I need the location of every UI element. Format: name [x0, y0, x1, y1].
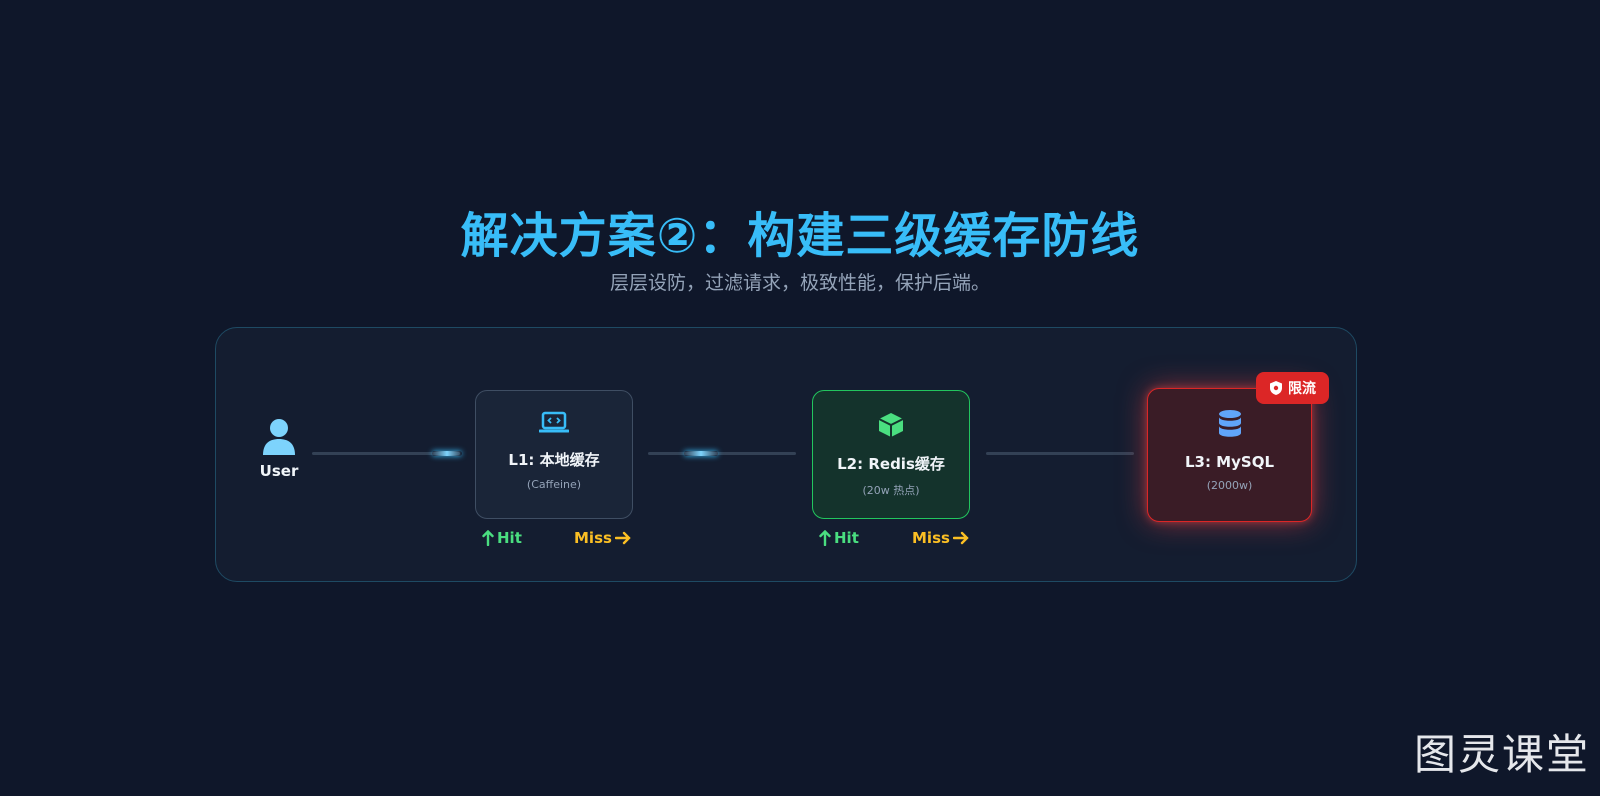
user-label: User — [259, 462, 299, 480]
node-l3-mysql: L3: MySQL (2000w) — [1147, 388, 1312, 522]
node-l3-sub: (2000w) — [1206, 479, 1253, 492]
miss-text: Miss — [574, 529, 612, 547]
connector-l1-l2 — [648, 451, 796, 456]
connector-user-l1 — [312, 451, 462, 456]
flow-pulse — [684, 451, 718, 456]
l1-hit-label: Hit — [482, 529, 522, 547]
node-l1-local-cache: L1: 本地缓存 (Caffeine) — [475, 390, 633, 519]
miss-text: Miss — [912, 529, 950, 547]
node-l1-title: L1: 本地缓存 — [508, 451, 600, 469]
node-l2-sub: (20w 热点) — [862, 484, 920, 497]
l2-hit-label: Hit — [819, 529, 859, 547]
arrow-up-icon — [819, 530, 831, 546]
arrow-up-icon — [482, 530, 494, 546]
cube-icon — [878, 413, 904, 437]
connector-l2-l3 — [986, 452, 1134, 455]
watermark: 图灵课堂 — [1413, 730, 1590, 779]
node-l3-title: L3: MySQL — [1184, 453, 1275, 471]
node-l2-redis-cache: L2: Redis缓存 (20w 热点) — [812, 390, 970, 519]
node-l2-title: L2: Redis缓存 — [837, 455, 945, 473]
arrow-right-icon — [952, 531, 969, 545]
page-subtitle: 层层设防，过滤请求，极致性能，保护后端。 — [609, 272, 990, 294]
arrow-right-icon — [614, 531, 631, 545]
node-l1-sub: (Caffeine) — [526, 478, 582, 491]
flow-pulse — [432, 451, 462, 456]
l2-miss-label: Miss — [912, 529, 969, 547]
rate-limit-label: 限流 — [1288, 381, 1316, 397]
hit-text: Hit — [834, 529, 859, 547]
database-icon — [1218, 410, 1241, 437]
code-laptop-icon — [539, 411, 569, 433]
l1-miss-label: Miss — [574, 529, 631, 547]
page-title: 解决方案②：构建三级缓存防线 — [460, 208, 1140, 264]
user-icon — [263, 419, 295, 455]
shield-icon — [1270, 381, 1282, 395]
user-node: User — [254, 418, 304, 480]
rate-limit-badge: 限流 — [1256, 372, 1329, 404]
hit-text: Hit — [497, 529, 522, 547]
